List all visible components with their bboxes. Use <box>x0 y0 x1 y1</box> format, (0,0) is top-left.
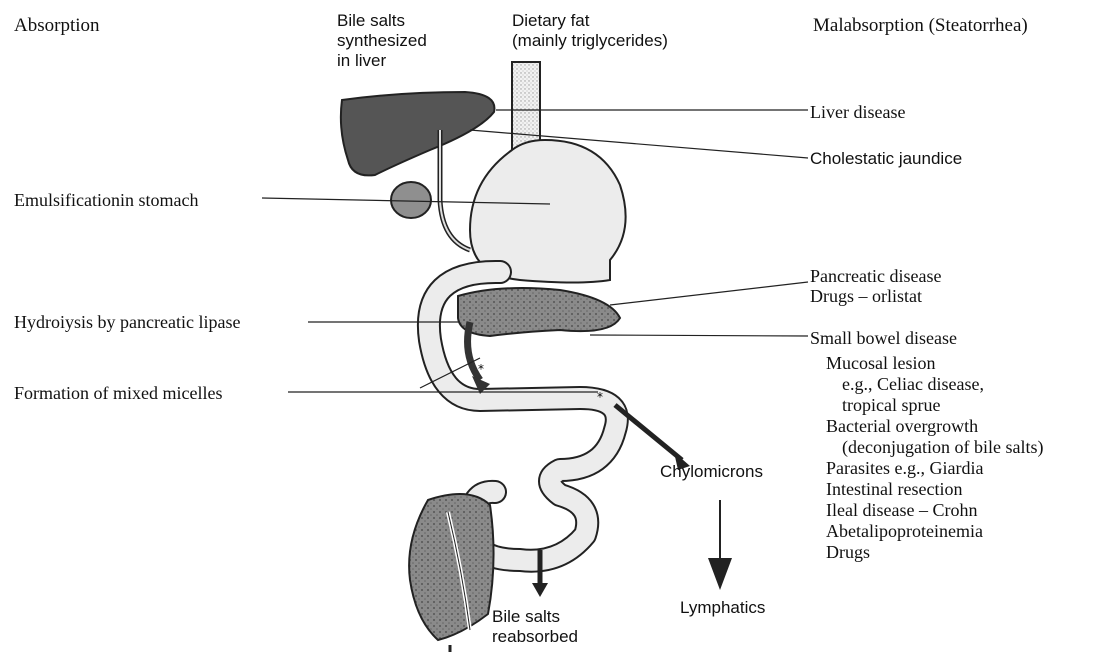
hydrolysis-label: Hydroiysis by pancreatic lipase <box>14 312 240 332</box>
malabsorption-heading: Malabsorption (Steatorrhea) <box>813 16 1028 36</box>
lymphatics-label: Lymphatics <box>680 598 765 618</box>
small-bowel-cause: (deconjugation of bile salts) <box>842 437 1043 457</box>
pancreatic-disease-label: Pancreatic disease Drugs – orlistat <box>810 266 941 306</box>
absorption-heading: Absorption <box>14 16 100 36</box>
chylomicrons-label: Chylomicrons <box>660 462 763 482</box>
small-bowel-cause: e.g., Celiac disease, <box>842 374 984 394</box>
emulsification-label: Emulsificationin stomach <box>14 190 198 210</box>
small-bowel-cause: Ileal disease – Crohn <box>826 500 977 520</box>
small-bowel-cause: Parasites e.g., Giardia <box>826 458 983 478</box>
micelle-star: * <box>478 362 484 376</box>
colon <box>409 494 493 640</box>
bile-salts-reabsorbed-label: Bile salts reabsorbed <box>492 607 578 647</box>
pancreas <box>458 288 620 336</box>
micelle-formation-label: Formation of mixed micelles <box>14 383 222 403</box>
small-bowel-disease-label: Small bowel disease <box>810 328 957 348</box>
small-bowel-cause: Drugs <box>826 542 870 562</box>
liver <box>341 92 495 175</box>
small-bowel-cause: Bacterial overgrowth <box>826 416 978 436</box>
dietary-fat-label: Dietary fat (mainly triglycerides) <box>512 11 668 51</box>
bile-duct <box>440 130 470 250</box>
bile-salts-synthesized-label: Bile salts synthesized in liver <box>337 11 427 71</box>
gallbladder <box>391 182 431 218</box>
small-bowel-cause: Mucosal lesion <box>826 353 936 373</box>
small-bowel-cause: tropical sprue <box>842 395 940 415</box>
small-bowel-cause: Abetalipoproteinemia <box>826 521 983 541</box>
cholestatic-jaundice-label: Cholestatic jaundice <box>810 149 962 169</box>
small-bowel-cause: Intestinal resection <box>826 479 962 499</box>
liver-disease-label: Liver disease <box>810 102 905 122</box>
